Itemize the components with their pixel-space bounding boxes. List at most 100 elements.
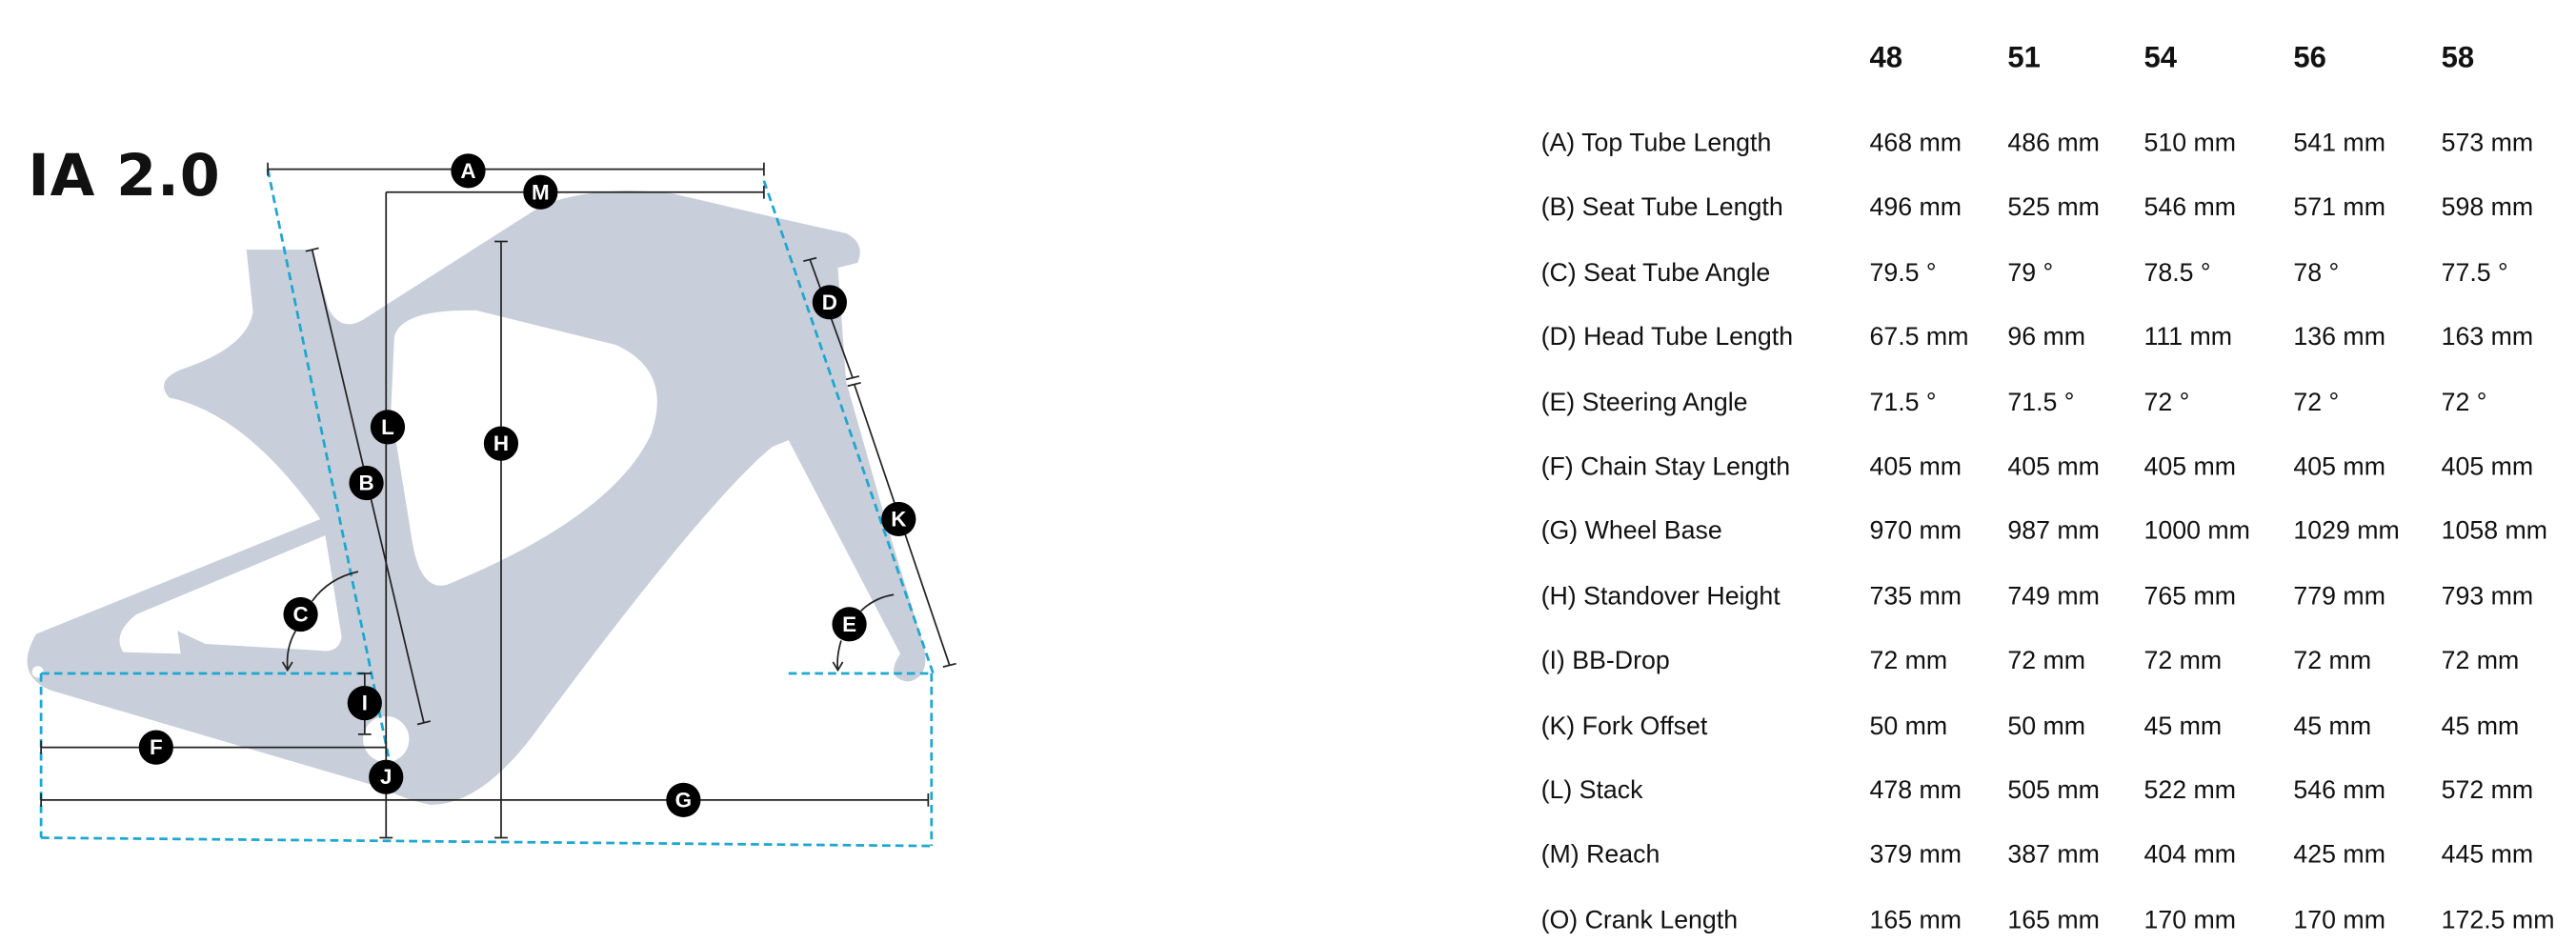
value-cell: 170 mm	[2143, 906, 2237, 934]
value-cell: 71.5 °	[1869, 389, 1937, 417]
svg-text:L: L	[381, 415, 394, 439]
value-cell: 573 mm	[2441, 130, 2534, 158]
size-header-48: 48	[1869, 41, 1903, 74]
size-header-54: 54	[2143, 41, 2178, 74]
value-cell: 163 mm	[2441, 324, 2534, 352]
value-cell: 1029 mm	[2293, 517, 2400, 547]
row-label: (I) BB-Drop	[1540, 647, 1670, 676]
value-cell: 79.5 °	[1869, 259, 1937, 288]
value-cell: 496 mm	[1869, 194, 1962, 223]
axis-guides	[39, 169, 935, 848]
model-title: IA 2.0	[28, 144, 221, 211]
value-cell: 405 mm	[1869, 452, 1962, 482]
marker-L: L	[370, 410, 406, 445]
svg-text:F: F	[150, 735, 163, 759]
value-cell: 541 mm	[2293, 130, 2385, 158]
svg-text:K: K	[891, 507, 906, 531]
value-cell: 72 °	[2441, 389, 2487, 417]
row-label: (M) Reach	[1540, 841, 1660, 870]
marker-G: G	[666, 782, 701, 817]
value-cell: 136 mm	[2293, 324, 2385, 352]
marker-I: I	[347, 685, 382, 721]
marker-D: D	[812, 285, 847, 320]
value-cell: 425 mm	[2293, 841, 2385, 870]
value-cell: 505 mm	[2007, 776, 2100, 806]
value-cell: 165 mm	[2007, 906, 2100, 934]
value-cell: 478 mm	[1869, 776, 1962, 806]
size-header-51: 51	[2007, 41, 2041, 74]
value-cell: 793 mm	[2441, 582, 2534, 612]
dimension-markers: A M D L H B K C E I F J G	[138, 153, 916, 817]
row-label: (K) Fork Offset	[1540, 712, 1708, 741]
value-cell: 970 mm	[1869, 517, 1962, 547]
marker-M: M	[523, 174, 558, 210]
bike-frame-silhouette	[27, 191, 926, 806]
svg-text:D: D	[822, 291, 837, 314]
value-cell: 572 mm	[2441, 776, 2534, 806]
value-cell: 735 mm	[1869, 582, 1962, 612]
value-cell: 522 mm	[2143, 776, 2237, 806]
row-label: (G) Wheel Base	[1540, 517, 1722, 547]
value-cell: 510 mm	[2143, 130, 2237, 158]
value-cell: 1000 mm	[2143, 517, 2250, 547]
row-label: (F) Chain Stay Length	[1540, 452, 1791, 482]
value-cell: 78.5 °	[2143, 259, 2211, 288]
value-cell: 571 mm	[2293, 194, 2385, 223]
svg-text:J: J	[380, 765, 392, 789]
value-cell: 72 mm	[2441, 647, 2520, 676]
value-cell: 525 mm	[2007, 194, 2100, 223]
value-cell: 72 mm	[2143, 647, 2223, 676]
value-cell: 72 mm	[2293, 647, 2372, 676]
svg-text:G: G	[675, 788, 692, 812]
svg-text:B: B	[358, 472, 373, 495]
row-label: (L) Stack	[1540, 776, 1643, 806]
row-label: (D) Head Tube Length	[1540, 324, 1794, 352]
value-cell: 405 mm	[2293, 452, 2385, 482]
value-cell: 45 mm	[2143, 712, 2223, 741]
value-cell: 72 mm	[2007, 647, 2086, 676]
value-cell: 172.5 mm	[2441, 906, 2555, 934]
row-label: (E) Steering Angle	[1540, 389, 1748, 417]
frame-geometry-diagram: A M D L H B K C E I F J G	[27, 153, 956, 848]
marker-E: E	[832, 607, 867, 642]
value-cell: 405 mm	[2441, 452, 2534, 482]
value-cell: 779 mm	[2293, 582, 2385, 612]
size-header-58: 58	[2441, 41, 2475, 74]
svg-text:M: M	[532, 180, 550, 204]
marker-H: H	[483, 426, 519, 461]
value-cell: 749 mm	[2007, 582, 2100, 612]
row-label: (B) Seat Tube Length	[1540, 194, 1783, 223]
value-cell: 45 mm	[2293, 712, 2372, 741]
value-cell: 67.5 mm	[1869, 324, 1969, 352]
value-cell: 72 °	[2143, 389, 2190, 417]
marker-C: C	[283, 596, 318, 632]
marker-B: B	[349, 465, 384, 501]
row-label: (A) Top Tube Length	[1540, 130, 1772, 158]
svg-text:E: E	[842, 612, 856, 636]
value-cell: 468 mm	[1869, 130, 1962, 158]
value-cell: 1058 mm	[2441, 517, 2548, 547]
value-cell: 50 mm	[2007, 712, 2086, 741]
value-cell: 598 mm	[2441, 194, 2534, 223]
value-cell: 78 °	[2293, 259, 2340, 288]
value-cell: 765 mm	[2143, 582, 2237, 612]
svg-text:I: I	[362, 692, 368, 715]
value-cell: 546 mm	[2293, 776, 2385, 806]
row-label: (H) Standover Height	[1540, 582, 1781, 612]
value-cell: 404 mm	[2143, 841, 2237, 870]
value-cell: 111 mm	[2143, 324, 2233, 352]
value-cell: 445 mm	[2441, 841, 2534, 870]
svg-text:C: C	[292, 602, 308, 626]
value-cell: 170 mm	[2293, 906, 2385, 934]
value-cell: 387 mm	[2007, 841, 2100, 870]
size-header-56: 56	[2293, 41, 2326, 74]
value-cell: 546 mm	[2143, 194, 2237, 223]
value-cell: 405 mm	[2007, 452, 2100, 482]
value-cell: 50 mm	[1869, 712, 1948, 741]
value-cell: 405 mm	[2143, 452, 2237, 482]
value-cell: 165 mm	[1869, 906, 1962, 934]
value-cell: 72 °	[2293, 389, 2340, 417]
value-cell: 77.5 °	[2441, 259, 2508, 288]
